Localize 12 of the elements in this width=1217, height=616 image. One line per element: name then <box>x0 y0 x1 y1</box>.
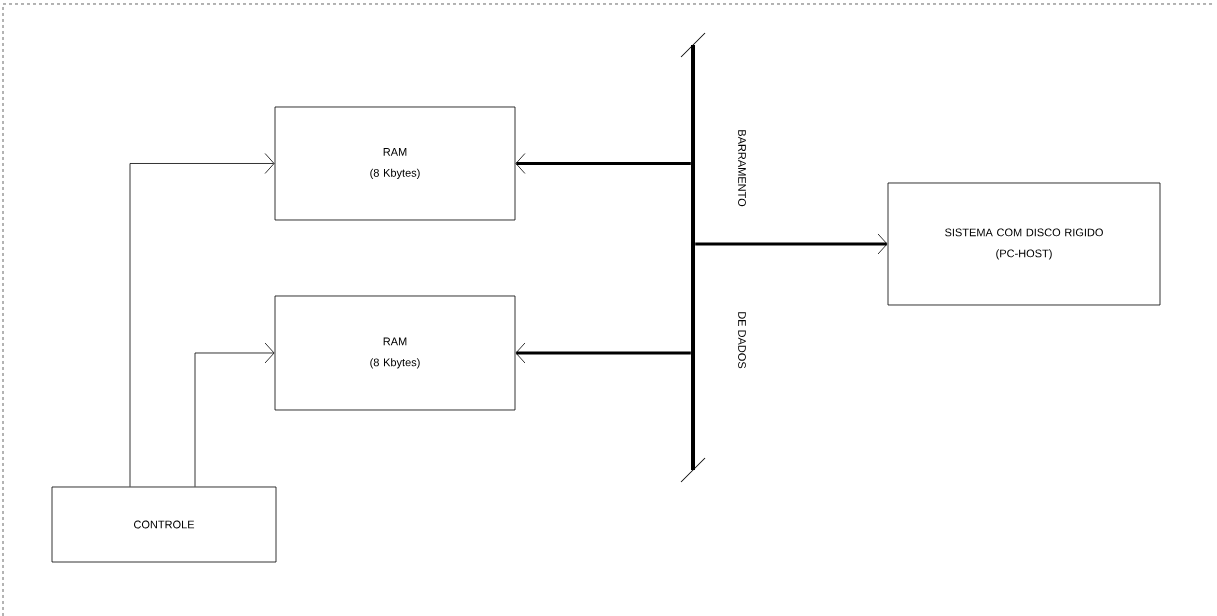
arrow <box>695 233 888 255</box>
data-bus <box>680 32 706 483</box>
arrow <box>129 153 275 487</box>
bus-label: DE DADOS <box>738 312 746 369</box>
block: RAM (8 Kbytes) <box>274 106 516 221</box>
block: SISTEMA COM DISCO RIGIDO (PC-HOST) <box>887 182 1161 306</box>
block: RAM (8 Kbytes) <box>274 295 516 411</box>
bus-label: BARRAMENTO <box>738 130 746 207</box>
block: CONTROLE <box>51 486 277 563</box>
arrow <box>194 342 275 487</box>
arrow <box>515 153 691 174</box>
arrow <box>515 342 691 364</box>
